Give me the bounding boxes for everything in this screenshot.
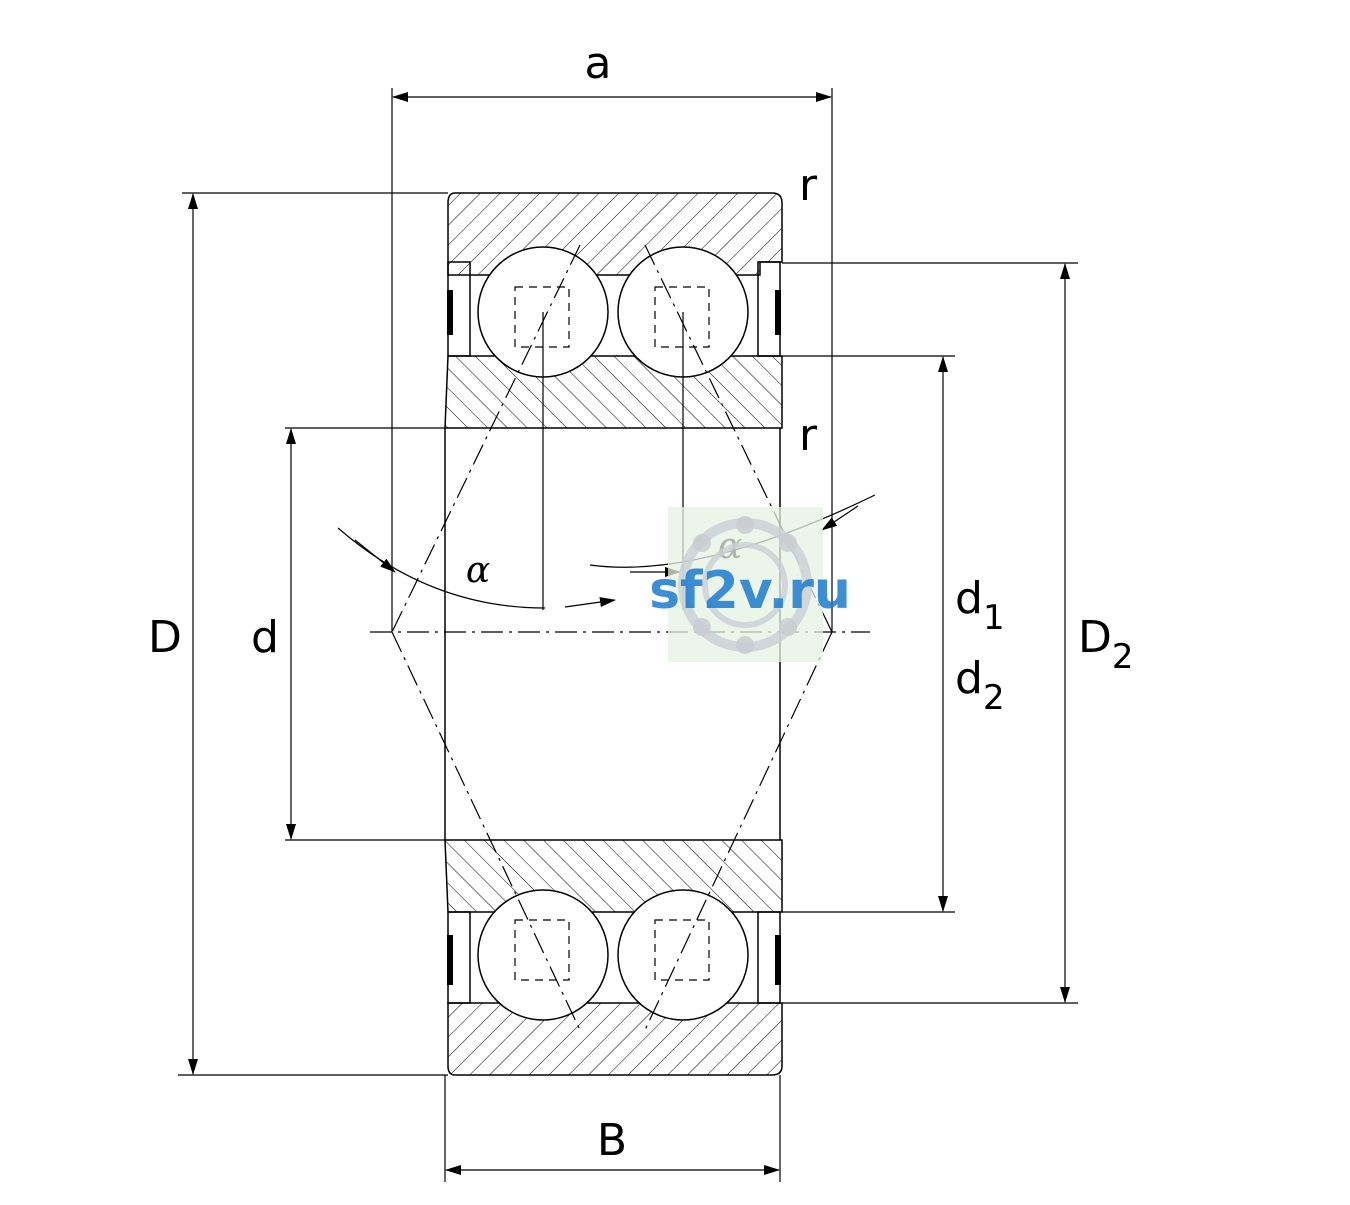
dimension-a — [391, 88, 833, 632]
outer-ring-bottom — [447, 1002, 783, 1076]
label-D2: D2 — [1078, 612, 1134, 677]
label-d1: d1 — [955, 573, 1005, 638]
label-alpha-left: α — [466, 550, 490, 591]
inner-ring-top — [444, 355, 783, 429]
label-r-top: r — [799, 160, 818, 211]
label-d: d — [251, 612, 279, 663]
dimension-d1-d2 — [782, 355, 955, 913]
dimension-D2 — [782, 262, 1078, 1004]
label-r-mid: r — [799, 410, 818, 461]
label-a: a — [585, 38, 612, 89]
ball-bottom-right — [617, 889, 749, 1021]
watermark-ball-icon — [736, 516, 754, 534]
dimension-B — [444, 1075, 781, 1182]
label-d2: d2 — [955, 653, 1005, 718]
label-B: B — [597, 1115, 627, 1166]
dimension-d — [285, 427, 445, 841]
watermark: sf2v.ru — [649, 507, 851, 662]
label-D: D — [148, 612, 182, 663]
outer-ring-top — [447, 192, 783, 276]
ball-bottom-left — [477, 889, 609, 1021]
watermark-text: sf2v.ru — [649, 561, 851, 621]
bearing-section — [444, 192, 783, 1076]
dimension-D — [178, 192, 448, 1076]
